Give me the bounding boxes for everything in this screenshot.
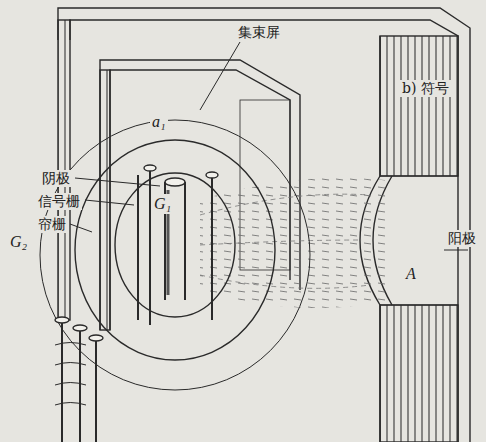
control-grid xyxy=(115,173,235,317)
control-grid-label: 信号栅 xyxy=(36,193,82,210)
beam-plate-label: 集束屏 xyxy=(236,24,282,41)
anode-right-plate xyxy=(380,305,458,442)
leader-line xyxy=(200,42,240,110)
electrode-symbol: G₂ xyxy=(8,232,29,252)
leader-line xyxy=(75,178,160,186)
screen-grid xyxy=(75,140,275,360)
electron-beam xyxy=(200,178,392,309)
anode-frame xyxy=(58,8,470,442)
control-grid-rod xyxy=(138,168,212,325)
grid-wire-turns xyxy=(55,343,86,406)
anode-right-plate xyxy=(380,36,458,176)
electrode-symbol: A xyxy=(404,264,418,284)
cathode-label: 阴极 xyxy=(40,170,72,187)
leader-line xyxy=(444,250,468,251)
anode-frame xyxy=(70,20,458,442)
part-label: a₁ xyxy=(150,112,168,132)
symbol-label: b) 符号 xyxy=(400,80,451,97)
screen-grid-label: 帘栅 xyxy=(36,216,68,233)
leader-line xyxy=(70,224,92,232)
anode-label: 阳极 xyxy=(446,230,478,247)
leader-line xyxy=(85,200,134,205)
electrode-symbol: G₁ xyxy=(152,194,173,214)
